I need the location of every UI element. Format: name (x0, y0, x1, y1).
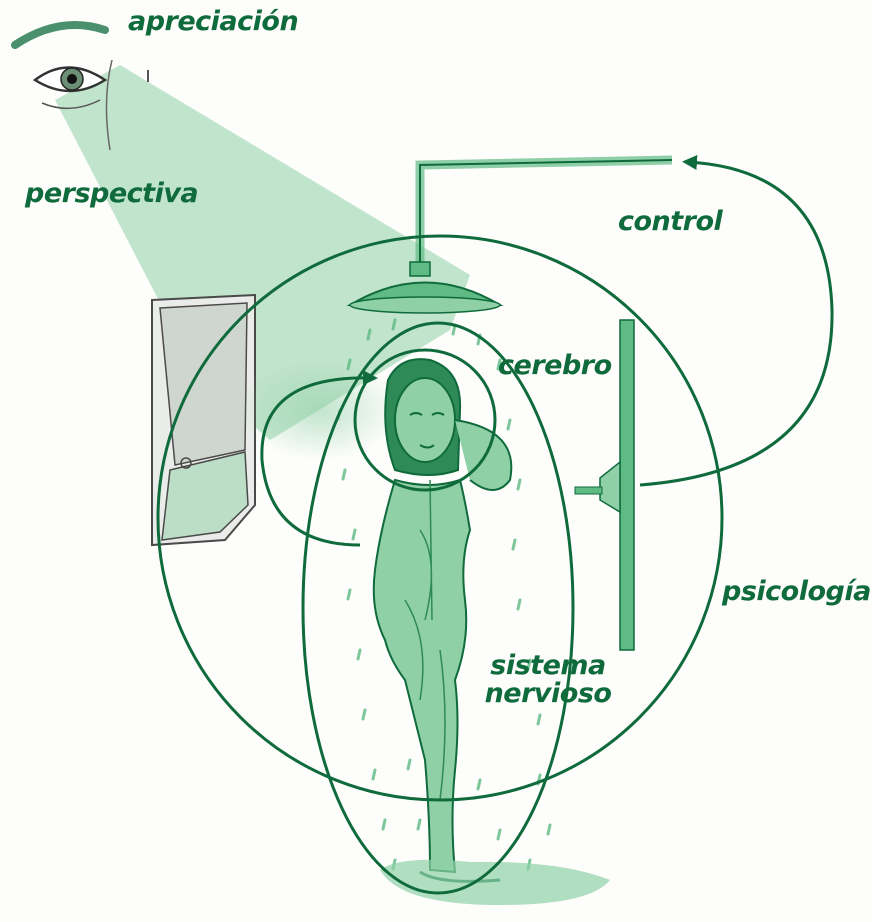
label-psychology: psicología (722, 578, 871, 605)
label-nervous-system: sistema nervioso (478, 652, 618, 709)
label-control: control (618, 208, 722, 235)
woman-figure (374, 359, 512, 881)
label-nervous-system-line1: sistema (490, 650, 605, 681)
label-appreciation: apreciación (128, 8, 298, 35)
head-glow (240, 360, 400, 460)
label-brain: cerebro (498, 352, 612, 379)
label-nervous-system-line2: nervioso (485, 678, 612, 709)
label-perspective: perspectiva (25, 180, 198, 207)
window-icon (152, 295, 255, 545)
